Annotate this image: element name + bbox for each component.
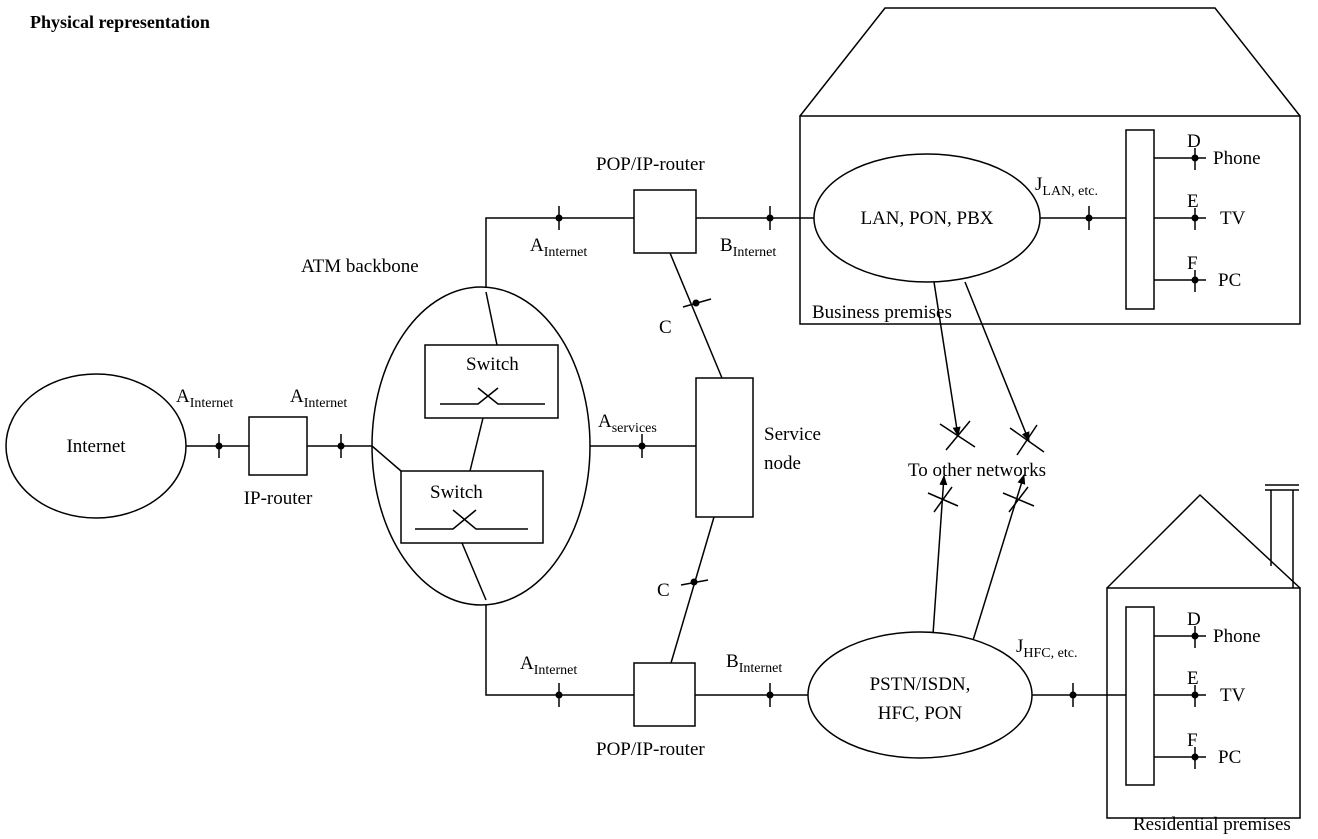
ref-b-internet-1: BInternet bbox=[720, 235, 776, 260]
pstn-hfc-cloud bbox=[807, 631, 1033, 759]
ref-b-sub: Internet bbox=[733, 245, 777, 260]
internet-label: Internet bbox=[66, 436, 126, 457]
ref-b-sub: Internet bbox=[739, 661, 783, 676]
switch-bottom bbox=[400, 470, 544, 544]
residential-phone-label: Phone bbox=[1213, 626, 1261, 647]
to-other-networks-label: To other networks bbox=[908, 460, 1046, 481]
reference-point-crosses bbox=[927, 420, 1045, 513]
business-ref-e: E bbox=[1187, 191, 1199, 212]
pstn-label-line2: HFC, PON bbox=[878, 703, 963, 724]
residential-ref-e: E bbox=[1187, 668, 1199, 689]
ref-a-sub: Internet bbox=[534, 663, 578, 678]
atm-backbone-ellipse bbox=[371, 286, 591, 606]
residential-nt-group bbox=[1125, 606, 1206, 786]
ref-c-bottom: C bbox=[657, 580, 670, 601]
service-node-box bbox=[695, 377, 754, 518]
ref-a-services-sub: services bbox=[612, 421, 657, 436]
residential-pc-label: PC bbox=[1218, 747, 1241, 768]
residential-ref-f: F bbox=[1187, 730, 1198, 751]
ref-a-services: Aservices bbox=[598, 411, 657, 436]
business-tv-label: TV bbox=[1220, 208, 1246, 229]
residential-ref-d: D bbox=[1187, 609, 1201, 630]
residential-premises-label: Residential premises bbox=[1133, 814, 1291, 835]
pop-router-bottom-box bbox=[633, 662, 696, 727]
atm-backbone-label: ATM backbone bbox=[301, 256, 419, 277]
page-title: Physical representation bbox=[30, 12, 210, 32]
residential-tv-label: TV bbox=[1220, 685, 1246, 706]
ref-a-internet-3: AInternet bbox=[530, 235, 587, 260]
business-ref-d: D bbox=[1187, 131, 1201, 152]
ref-b-main: B bbox=[726, 651, 739, 672]
lan-pon-pbx-cloud bbox=[813, 153, 1041, 283]
business-nt-group bbox=[1125, 129, 1206, 310]
switch-top bbox=[424, 344, 559, 419]
ref-j-main: J bbox=[1016, 636, 1023, 657]
business-pc-label: PC bbox=[1218, 270, 1241, 291]
tick-marks bbox=[215, 206, 1093, 707]
business-premises-label: Business premises bbox=[812, 302, 952, 323]
ref-c-top: C bbox=[659, 317, 672, 338]
ref-a-sub: Internet bbox=[544, 245, 588, 260]
ref-a-main: A bbox=[520, 653, 534, 674]
ip-router-box bbox=[248, 416, 308, 476]
ref-a-sub: Internet bbox=[190, 396, 234, 411]
business-ref-f: F bbox=[1187, 253, 1198, 274]
ref-a-main: A bbox=[290, 386, 304, 407]
internet-cloud bbox=[5, 373, 187, 519]
ref-b-internet-2: BInternet bbox=[726, 651, 782, 676]
pstn-label-line1: PSTN/ISDN, bbox=[870, 674, 971, 695]
ref-j-main: J bbox=[1035, 174, 1042, 195]
residential-premises-house bbox=[1106, 484, 1301, 819]
connection-lines bbox=[186, 217, 1126, 696]
ip-router-label: IP-router bbox=[244, 488, 313, 509]
pop-router-bottom-label: POP/IP-router bbox=[596, 739, 705, 760]
service-node-label-line1: Service bbox=[764, 424, 821, 445]
ref-a-internet-2: AInternet bbox=[290, 386, 347, 411]
ref-j-lan: JLAN, etc. bbox=[1035, 174, 1098, 199]
ref-b-main: B bbox=[720, 235, 733, 256]
service-node-label-line2: node bbox=[764, 453, 801, 474]
business-phone-label: Phone bbox=[1213, 148, 1261, 169]
ref-a-internet-4: AInternet bbox=[520, 653, 577, 678]
business-premises-house bbox=[799, 7, 1301, 325]
ref-j-hfc: JHFC, etc. bbox=[1016, 636, 1077, 661]
ref-j-hfc-sub: HFC, etc. bbox=[1023, 646, 1077, 661]
switch-bottom-label: Switch bbox=[430, 482, 483, 503]
ref-j-lan-sub: LAN, etc. bbox=[1042, 184, 1098, 199]
switch-top-label: Switch bbox=[466, 354, 519, 375]
ref-a-main: A bbox=[530, 235, 544, 256]
lan-pon-pbx-label: LAN, PON, PBX bbox=[860, 208, 993, 229]
pop-router-top-box bbox=[633, 189, 697, 254]
ref-a-sub: Internet bbox=[304, 396, 348, 411]
ref-a-internet-1: AInternet bbox=[176, 386, 233, 411]
pop-router-top-label: POP/IP-router bbox=[596, 154, 705, 175]
ref-a-main: A bbox=[598, 411, 612, 432]
ref-a-main: A bbox=[176, 386, 190, 407]
